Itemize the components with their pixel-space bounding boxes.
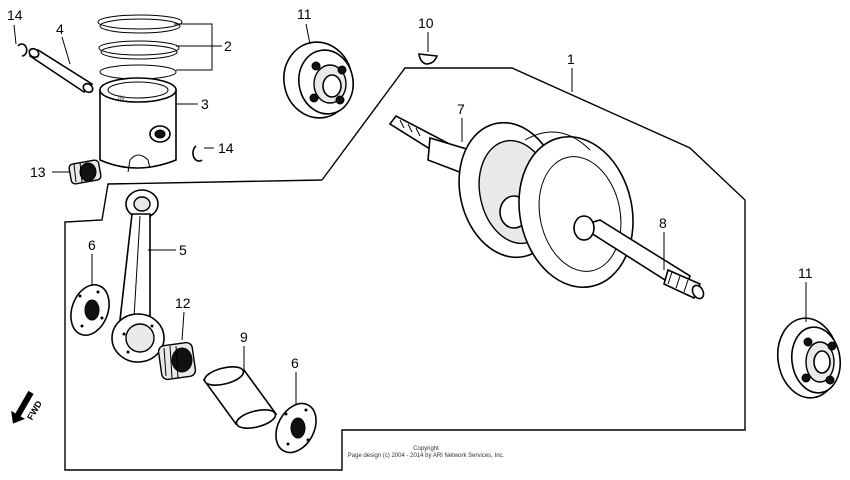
callout-2: 2 <box>224 38 232 54</box>
circlip-part-14-left <box>17 43 28 57</box>
piston-rings-part-2 <box>97 14 183 80</box>
assembly-boundary <box>64 67 746 471</box>
crank-pin-part-9 <box>202 366 278 429</box>
crankshaft-part-7-8 <box>388 114 705 300</box>
connecting-rod-part-5 <box>111 189 165 363</box>
thrust-washer-part-6-bottom <box>275 402 317 454</box>
callout-14-right: 14 <box>218 140 234 156</box>
thrust-washer-part-6-left <box>70 284 110 336</box>
copyright-line-1: Copyright <box>413 446 439 452</box>
callout-5: 5 <box>179 242 187 258</box>
woodruff-key-part-10 <box>418 53 439 65</box>
ball-bearing-part-11-bottom <box>776 317 842 399</box>
callout-10: 10 <box>418 15 434 31</box>
callout-9: 9 <box>240 329 248 345</box>
callout-12: 12 <box>175 295 191 311</box>
ball-bearing-part-11-top <box>283 41 354 119</box>
callout-11-bottom: 11 <box>798 265 813 281</box>
callout-6-left: 6 <box>88 237 96 253</box>
callout-labels: 14 4 2 3 14 13 11 10 1 7 8 6 5 12 9 6 11 <box>7 6 813 371</box>
callout-6-bottom: 6 <box>291 355 299 371</box>
piston-part-3: IN <box>99 77 177 173</box>
callout-14-left: 14 <box>7 7 23 23</box>
needle-bearing-part-12 <box>157 341 197 381</box>
callout-13: 13 <box>30 164 46 180</box>
callout-3: 3 <box>201 96 209 112</box>
fwd-arrow: FWD <box>11 390 44 424</box>
svg-text:IN: IN <box>118 96 124 102</box>
callout-4: 4 <box>56 21 64 37</box>
callout-1: 1 <box>567 51 575 67</box>
leader-lines <box>13 23 807 404</box>
copyright-line-2: Page design (c) 2004 - 2014 by ARI Netwo… <box>348 453 505 459</box>
callout-7: 7 <box>457 101 465 117</box>
needle-bearing-part-13 <box>68 159 102 185</box>
circlip-part-14-right <box>192 145 203 162</box>
piston-pin-part-4 <box>28 47 94 94</box>
callout-11-top: 11 <box>297 6 312 22</box>
callout-8: 8 <box>659 215 667 231</box>
